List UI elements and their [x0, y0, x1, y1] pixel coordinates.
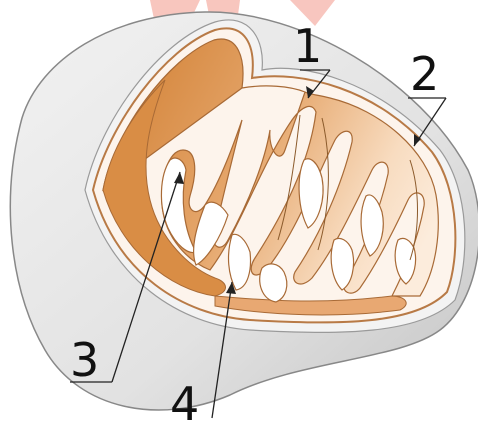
label-2: 2	[410, 47, 439, 101]
label-1: 1	[293, 19, 322, 73]
label-3: 3	[70, 333, 99, 387]
label-4: 4	[170, 377, 199, 427]
